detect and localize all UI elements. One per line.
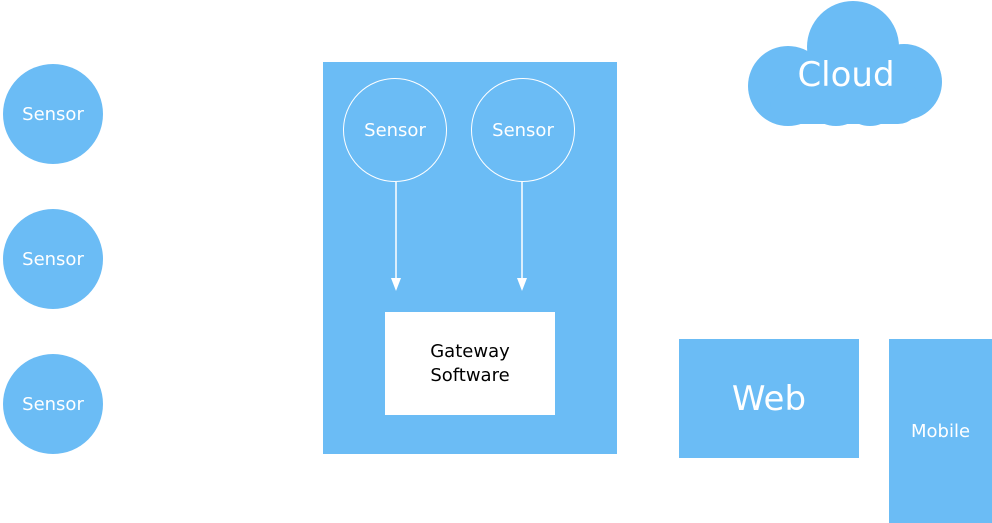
gateway-software-label: Gateway Software <box>430 340 510 386</box>
arrow-sensor1-to-gateway <box>391 182 401 291</box>
gateway-software-box: Gateway Software <box>385 312 555 415</box>
arrow-sensor2-to-gateway <box>517 182 527 291</box>
web-client-label: Web <box>731 378 807 419</box>
gateway-sensor-1-label: Sensor <box>364 119 426 141</box>
external-sensor-3-label: Sensor <box>22 393 84 415</box>
cloud-label: Cloud <box>797 55 895 95</box>
cloud-shape <box>748 1 942 126</box>
gateway-sensor-2-label: Sensor <box>492 119 554 141</box>
external-sensor-3: Sensor <box>3 354 103 454</box>
gateway-sensor-2: Sensor <box>471 78 575 182</box>
mobile-client-label: Mobile <box>910 420 971 442</box>
mobile-client-box: Mobile <box>889 339 992 523</box>
external-sensor-1: Sensor <box>3 64 103 164</box>
external-sensor-1-label: Sensor <box>22 103 84 125</box>
gateway-sensor-1: Sensor <box>343 78 447 182</box>
external-sensor-2: Sensor <box>3 209 103 309</box>
external-sensor-2-label: Sensor <box>22 248 84 270</box>
web-client-box: Web <box>679 339 859 458</box>
